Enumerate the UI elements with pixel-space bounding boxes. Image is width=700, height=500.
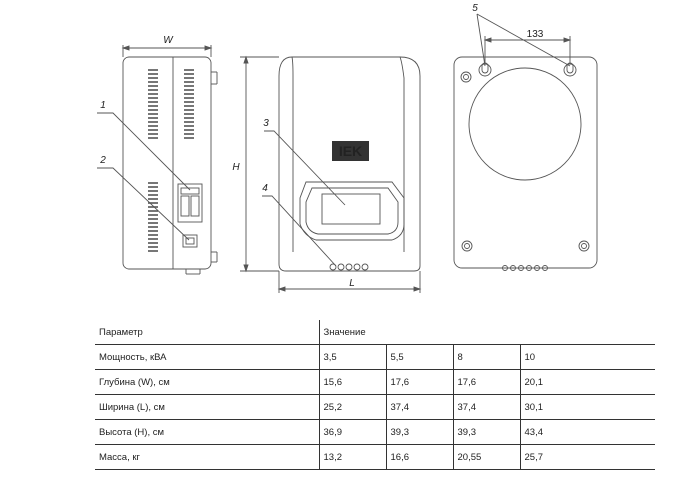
spec-table: Параметр Значение Мощность, кВА 3,5 5,5 … — [95, 320, 655, 470]
row-label: Масса, кг — [95, 444, 319, 470]
corner-screw — [461, 240, 473, 252]
callout-5: 5 — [472, 3, 478, 14]
dim-label-w: W — [163, 35, 174, 46]
iek-logo: IEK — [339, 143, 362, 159]
rear-body — [453, 56, 598, 269]
table-row: Глубина (W), см 15,6 17,6 17,6 20,1 — [95, 369, 655, 395]
cell: 13,2 — [318, 444, 386, 470]
cell: 25,2 — [318, 394, 386, 420]
cell: 10 — [519, 344, 655, 370]
cell: 20,55 — [452, 444, 520, 470]
row-label: Высота (H), см — [95, 419, 319, 445]
cell: 25,7 — [519, 444, 655, 470]
cell: 5,5 — [385, 344, 453, 370]
display-bezel — [299, 181, 405, 241]
cell: 17,6 — [452, 369, 520, 395]
table-row: Масса, кг 13,2 16,6 20,55 25,7 — [95, 444, 655, 470]
value-header: Значение — [318, 320, 655, 345]
cell: 37,4 — [385, 394, 453, 420]
corner-screw — [460, 71, 472, 83]
front-body — [278, 56, 421, 272]
terminal-block — [182, 234, 198, 248]
cell: 15,6 — [318, 369, 386, 395]
corner-screw — [578, 240, 590, 252]
callout-leaders — [97, 13, 571, 267]
cell: 30,1 — [519, 394, 655, 420]
callout-4: 4 — [262, 183, 268, 194]
cell: 16,6 — [385, 444, 453, 470]
row-label: Мощность, кВА — [95, 344, 319, 370]
cell: 39,3 — [452, 419, 520, 445]
cell: 43,4 — [519, 419, 655, 445]
cell: 20,1 — [519, 369, 655, 395]
mounting-hole — [563, 62, 577, 77]
table-row: Ширина (L), см 25,2 37,4 37,4 30,1 — [95, 394, 655, 420]
rear-cooling-cutout — [468, 67, 582, 181]
table-row: Мощность, кВА 3,5 5,5 8 10 — [95, 344, 655, 370]
callout-1: 1 — [100, 100, 106, 111]
cell: 3,5 — [318, 344, 386, 370]
cell: 39,3 — [385, 419, 453, 445]
cell: 37,4 — [452, 394, 520, 420]
indicator-led — [329, 263, 337, 271]
cell: 36,9 — [318, 419, 386, 445]
cell: 8 — [452, 344, 520, 370]
rear-view — [453, 36, 598, 271]
dim-label-h: H — [232, 162, 240, 173]
param-header: Параметр — [95, 320, 319, 345]
side-view — [121, 45, 218, 275]
dim-label-133: 133 — [527, 29, 544, 40]
side-body — [122, 56, 212, 270]
display-window — [321, 193, 381, 225]
circuit-breaker — [177, 183, 203, 223]
dim-label-l: L — [349, 278, 355, 289]
front-view — [240, 55, 422, 293]
table-header-row: Параметр Значение — [95, 320, 655, 345]
technical-drawing: IEK W H L 133 1 2 3 4 5 — [97, 3, 598, 293]
table-row: Высота (H), см 36,9 39,3 39,3 43,4 — [95, 419, 655, 445]
row-label: Глубина (W), см — [95, 369, 319, 395]
row-label: Ширина (L), см — [95, 394, 319, 420]
callout-2: 2 — [99, 155, 106, 166]
vent-slots — [148, 69, 194, 252]
iek-logo-box — [332, 141, 369, 161]
callout-3: 3 — [263, 118, 269, 129]
cell: 17,6 — [385, 369, 453, 395]
